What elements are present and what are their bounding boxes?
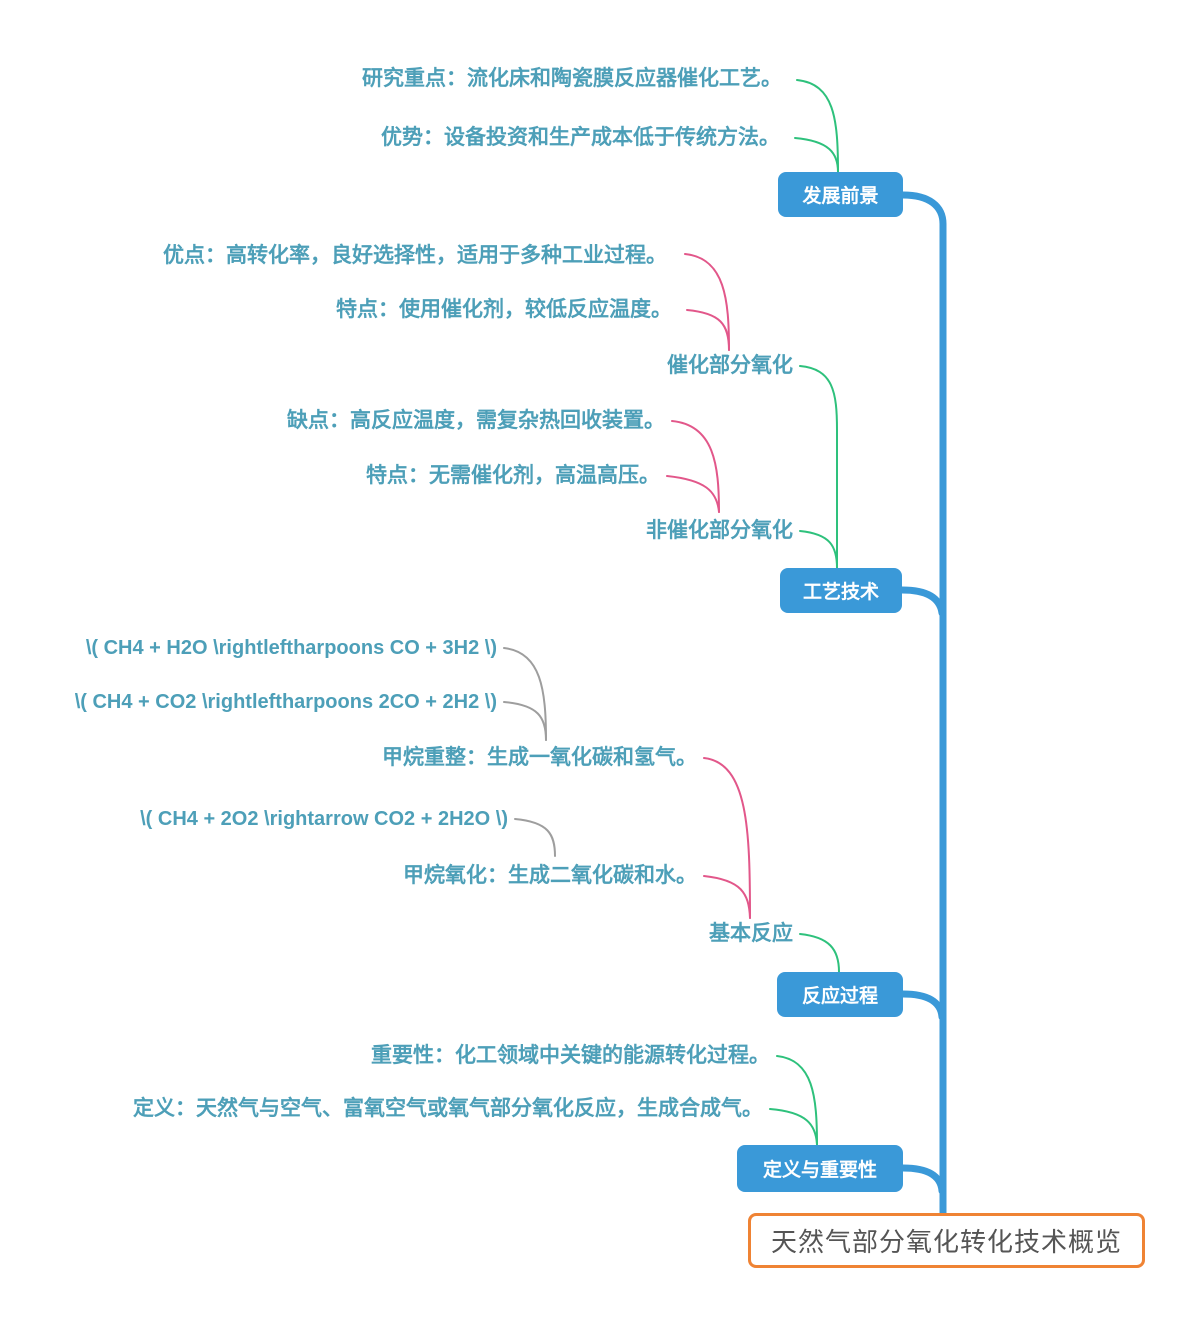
connector-noncatalytic-pox: [799, 530, 838, 569]
connector-basic-reactions: [799, 933, 840, 973]
branch-reaction-process[interactable]: 反应过程: [777, 972, 903, 1017]
node-formula-oxidation[interactable]: \( CH4 + 2O2 \rightarrow CO2 + 2H2O \): [140, 808, 508, 830]
branch-process-technology[interactable]: 工艺技术: [780, 568, 902, 613]
branch-definition-importance[interactable]: 定义与重要性: [737, 1145, 903, 1192]
node-methane-oxidation[interactable]: 甲烷氧化：生成二氧化碳和水。: [403, 864, 697, 887]
node-noncat-features[interactable]: 特点：无需催化剂，高温高压。: [366, 464, 660, 487]
connector-noncat-cons: [671, 420, 720, 513]
node-catalytic-pox[interactable]: 催化部分氧化: [667, 354, 793, 377]
node-noncatalytic-pox[interactable]: 非催化部分氧化: [646, 519, 793, 542]
connector-advantage: [794, 137, 839, 173]
branch-development-prospects[interactable]: 发展前景: [778, 172, 903, 217]
node-definition[interactable]: 定义：天然气与空气、富氧空气或氧气部分氧化反应，生成合成气。: [133, 1097, 763, 1120]
node-methane-reforming[interactable]: 甲烷重整：生成一氧化碳和氢气。: [382, 746, 697, 769]
node-basic-reactions[interactable]: 基本反应: [709, 922, 793, 945]
node-research-focus[interactable]: 研究重点：流化床和陶瓷膜反应器催化工艺。: [362, 67, 782, 90]
connector-definition: [769, 1108, 818, 1146]
trunk-line: [899, 191, 947, 1218]
trunk-stub-definition-importance: [899, 1164, 946, 1195]
connector-cat-pros: [684, 253, 730, 351]
connector-formula-dry-reforming: [503, 701, 547, 741]
root-node[interactable]: 天然气部分氧化转化技术概览: [748, 1213, 1145, 1268]
connector-methane-oxidation: [703, 875, 751, 919]
connector-importance: [776, 1055, 818, 1146]
connector-research-focus: [796, 79, 839, 173]
node-noncat-cons[interactable]: 缺点：高反应温度，需复杂热回收装置。: [287, 409, 665, 432]
node-advantage[interactable]: 优势：设备投资和生产成本低于传统方法。: [381, 126, 780, 149]
node-cat-pros[interactable]: 优点：高转化率，良好选择性，适用于多种工业过程。: [163, 244, 667, 267]
trunk-stub-process-technology: [898, 586, 946, 617]
connector-formula-steam-reforming: [503, 647, 547, 741]
node-cat-features[interactable]: 特点：使用催化剂，较低反应温度。: [336, 298, 672, 321]
connector-noncat-features: [666, 475, 720, 513]
connector-formula-oxidation: [514, 818, 556, 857]
connector-cat-features: [686, 309, 730, 351]
node-importance[interactable]: 重要性：化工领域中关键的能源转化过程。: [371, 1044, 770, 1067]
node-formula-dry-reforming[interactable]: \( CH4 + CO2 \rightleftharpoons 2CO + 2H…: [74, 691, 497, 713]
connector-methane-reforming: [703, 757, 751, 919]
node-formula-steam-reforming[interactable]: \( CH4 + H2O \rightleftharpoons CO + 3H2…: [85, 637, 497, 659]
trunk-stub-reaction-process: [899, 990, 946, 1021]
connector-catalytic-pox: [799, 365, 838, 569]
